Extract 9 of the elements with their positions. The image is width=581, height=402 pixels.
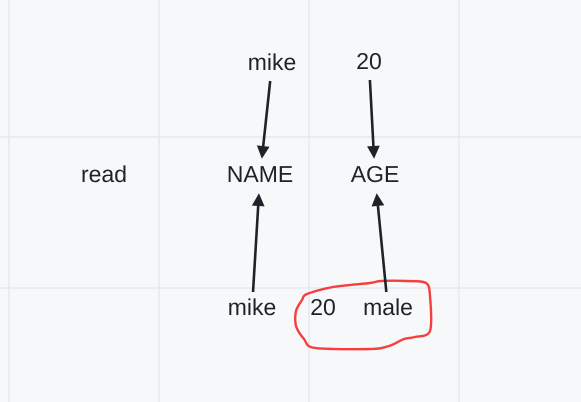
hand-drawn-loop: [294, 280, 432, 350]
value-label: mike: [229, 298, 276, 316]
value-label: 20: [357, 52, 381, 70]
field-label: NAME: [228, 166, 292, 182]
value-label: male: [364, 298, 412, 316]
value-label: 20: [311, 298, 335, 316]
field-label: AGE: [350, 166, 398, 182]
text-label: read: [82, 165, 126, 182]
value-label: mike: [249, 53, 296, 70]
